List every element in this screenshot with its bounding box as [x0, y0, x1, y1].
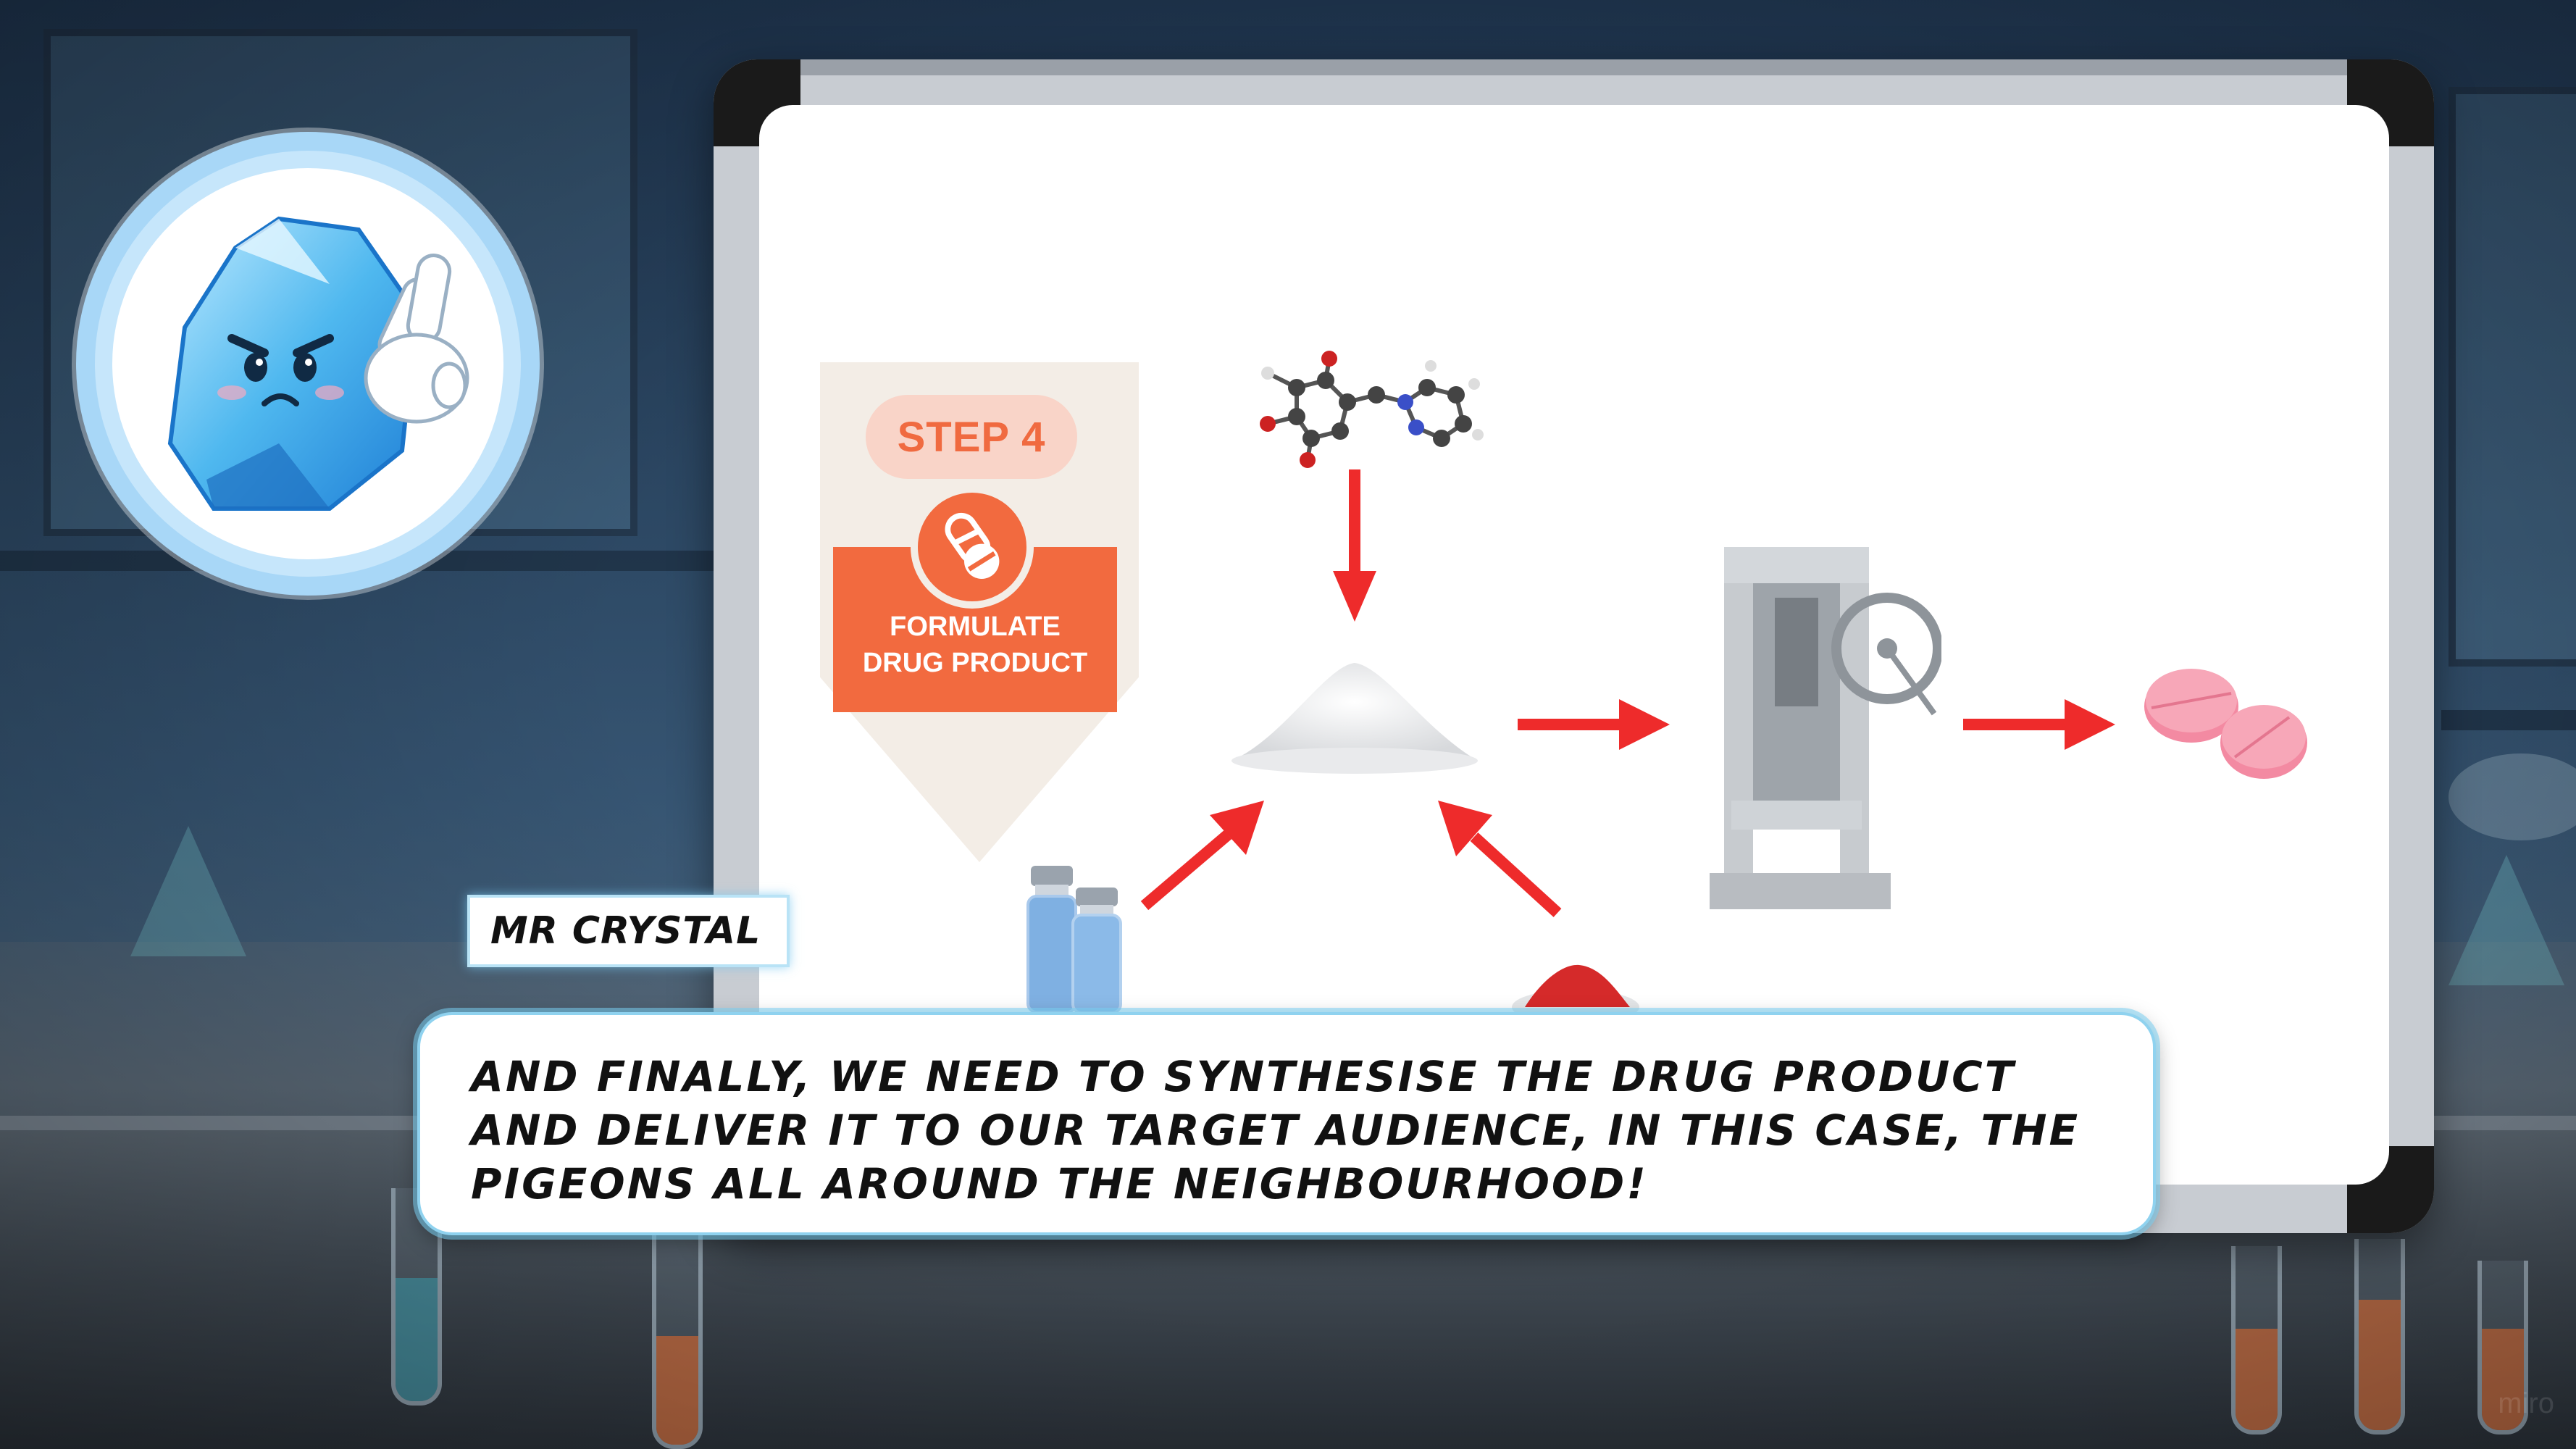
lab-window-right [2449, 87, 2576, 667]
white-powder [1231, 663, 1478, 774]
tablet-press [1710, 547, 1941, 909]
step-title-line2: DRUG PRODUCT [862, 648, 1088, 678]
character-portrait [76, 132, 540, 596]
step-title: FORMULATE DRUG PRODUCT [833, 609, 1117, 681]
step-title-line1: FORMULATE [890, 611, 1061, 642]
vials [1026, 866, 1122, 1014]
dialogue-text: AND FINALLY, WE NEED TO SYNTHESISE THE D… [471, 1052, 2081, 1208]
lab-shelf-right [2441, 710, 2576, 730]
flask-decoration [2449, 855, 2564, 985]
flask-decoration [130, 826, 246, 956]
watermark: miro [2498, 1387, 2554, 1419]
arrow-up-right [1140, 801, 1264, 911]
step-label: STEP 4 [866, 395, 1077, 479]
test-tube [652, 1232, 703, 1449]
molecule-model [1260, 351, 1484, 468]
arrow-right [1518, 699, 1670, 750]
whiteboard-rail [786, 59, 2362, 75]
test-tube [2477, 1261, 2528, 1435]
arrow-right [1963, 699, 2115, 750]
step-badge: STEP 4 FORMULATE DRUG PRODUCT [820, 362, 1139, 862]
ice-crystal-character-icon [112, 168, 503, 559]
lab-lamp [2449, 753, 2576, 840]
pill-capsule-icon [911, 485, 1034, 609]
speaker-name: MR CRYSTAL [467, 895, 790, 967]
test-tube [2231, 1246, 2282, 1435]
pink-tablets [2144, 669, 2307, 779]
test-tube [2354, 1239, 2405, 1435]
dialogue-box[interactable]: AND FINALLY, WE NEED TO SYNTHESISE THE D… [417, 1012, 2156, 1235]
arrow-up-left [1438, 801, 1562, 917]
arrow-down [1333, 469, 1376, 622]
